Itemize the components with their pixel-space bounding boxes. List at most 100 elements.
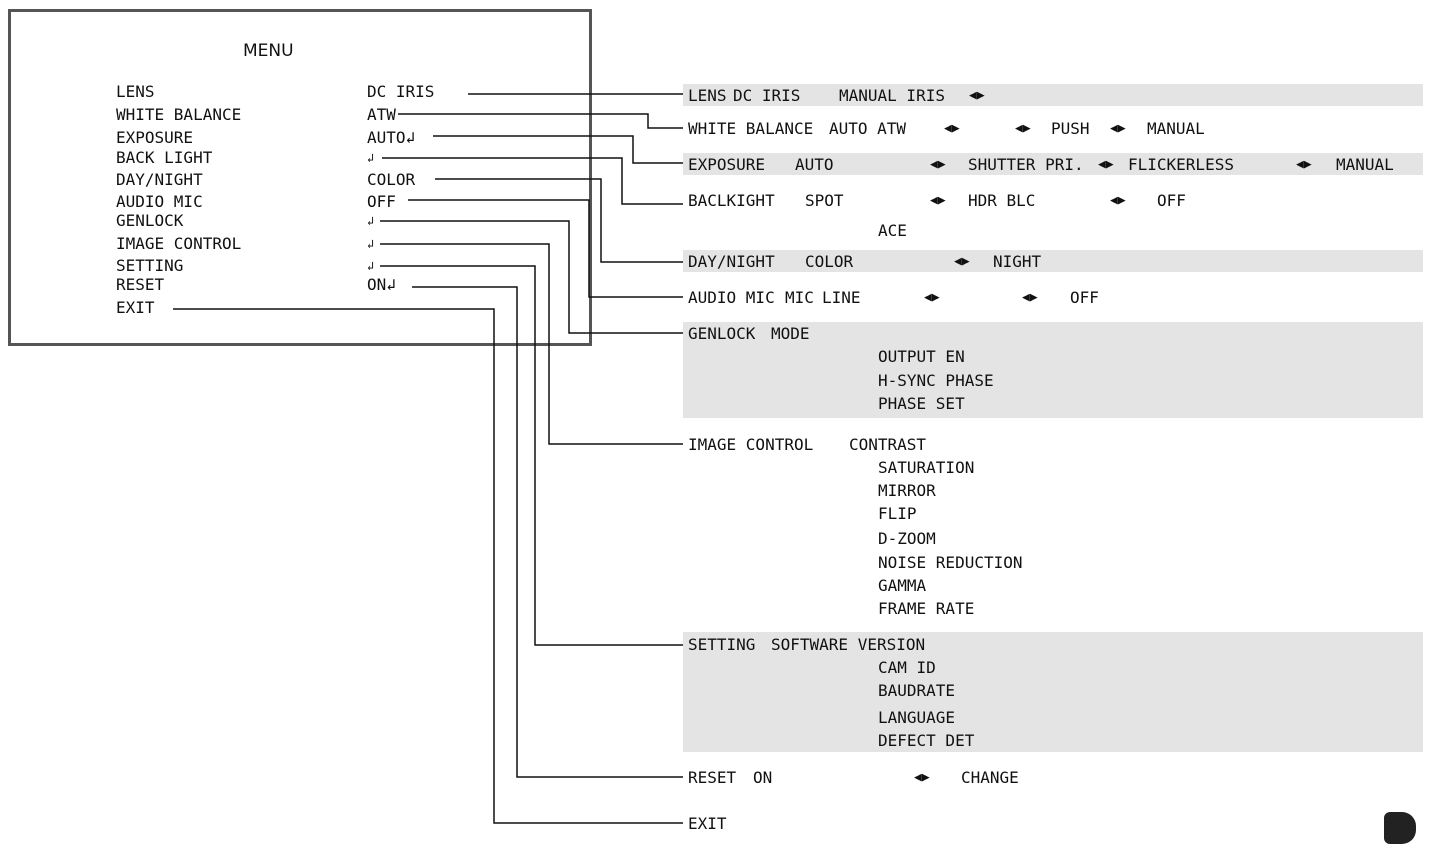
connector-white-balance [398,113,683,129]
sub-image-control-item-4[interactable]: FLIP [878,504,917,523]
menu-item-lens[interactable]: LENS [116,82,155,101]
sub-setting-item-4[interactable]: LANGUAGE [878,708,956,727]
menu-item-setting[interactable]: SETTING [116,256,184,275]
sub-white-balance-option-3[interactable]: MANUAL [1147,119,1205,138]
sub-audio-mic-option-2[interactable]: LINE [822,288,861,307]
connector-exit [173,308,683,824]
main-menu-panel [8,9,592,346]
arrow-icon: ◀▶ [930,193,946,208]
sub-image-control-name: IMAGE CONTROL [688,435,814,454]
sub-audio-mic-option-1[interactable]: MIC [785,288,814,307]
sub-genlock-item-4[interactable]: PHASE SET [878,394,965,413]
sub-white-balance-option-2[interactable]: PUSH [1051,119,1090,138]
arrow-icon: ◀▶ [924,290,940,305]
connector-image-control [380,243,683,445]
arrow-icon: ◀▶ [1098,157,1114,172]
menu-value-back-light: ↲ [367,151,375,165]
sub-backlight-option-3[interactable]: OFF [1157,191,1186,210]
menu-value-reset: ON↲ [367,275,396,294]
arrow-icon: ◀▶ [1015,121,1031,136]
sub-day-night-option-1[interactable]: COLOR [805,252,854,271]
connector-audio-mic [408,199,683,298]
sub-image-control-item-3[interactable]: MIRROR [878,481,936,500]
sub-image-control-item-5[interactable]: D-ZOOM [878,529,936,548]
connector-reset [412,286,683,778]
menu-value-image-control: ↲ [367,237,375,251]
sub-day-night-option-2[interactable]: NIGHT [993,252,1042,271]
connector-day-night [435,178,683,263]
menu-value-genlock: ↲ [367,214,375,228]
corner-logo-mark [1384,812,1416,844]
sub-backlight-option-2[interactable]: HDR BLC [968,191,1036,210]
menu-item-audio-mic[interactable]: AUDIO MIC [116,192,203,211]
sub-day-night-name: DAY/NIGHT [688,252,775,271]
arrow-icon: ◀▶ [969,88,985,103]
band-genlock [683,322,1423,418]
arrow-icon: ◀▶ [954,254,970,269]
sub-image-control-item-7[interactable]: GAMMA [878,576,927,595]
sub-exposure-option-1[interactable]: AUTO [795,155,834,174]
arrow-icon: ◀▶ [1296,157,1312,172]
menu-value-exposure: AUTO↲ [367,128,416,147]
sub-white-balance-option-1[interactable]: AUTO ATW [829,119,907,138]
sub-setting-name: SETTING [688,635,756,654]
arrow-icon: ◀▶ [930,157,946,172]
sub-image-control-item-8[interactable]: FRAME RATE [878,599,975,618]
sub-setting-item-2[interactable]: CAM ID [878,658,936,677]
menu-item-genlock[interactable]: GENLOCK [116,211,184,230]
band-day-night [683,250,1423,272]
menu-item-day-night[interactable]: DAY/NIGHT [116,170,203,189]
menu-item-back-light[interactable]: BACK LIGHT [116,148,213,167]
sub-genlock-name: GENLOCK [688,324,756,343]
connector-exposure [433,135,683,164]
arrow-icon: ◀▶ [1022,290,1038,305]
sub-reset-name: RESET [688,768,737,787]
sub-exposure-name: EXPOSURE [688,155,766,174]
menu-item-white-balance[interactable]: WHITE BALANCE [116,105,242,124]
menu-value-day-night: COLOR [367,170,416,189]
sub-backlight-name: BACLKIGHT [688,191,775,210]
menu-title: MENU [243,41,294,61]
sub-audio-mic-name: AUDIO MIC [688,288,775,307]
sub-setting-item-1[interactable]: SOFTWARE VERSION [771,635,926,654]
band-exposure [683,153,1423,175]
menu-value-setting: ↲ [367,259,375,273]
connector-setting [380,265,683,646]
sub-exposure-option-3[interactable]: FLICKERLESS [1128,155,1234,174]
menu-item-exposure[interactable]: EXPOSURE [116,128,194,147]
sub-lens-option-2[interactable]: MANUAL IRIS [839,86,945,105]
connector-genlock [380,220,683,334]
sub-reset-option-1[interactable]: ON [753,768,773,787]
menu-item-reset[interactable]: RESET [116,275,165,294]
connector-back-light [382,157,683,205]
sub-genlock-item-3[interactable]: H-SYNC PHASE [878,371,994,390]
menu-value-white-balance: ATW [367,105,396,124]
arrow-icon: ◀▶ [1110,193,1126,208]
menu-value-lens: DC IRIS [367,82,435,101]
sub-setting-item-5[interactable]: DEFECT DET [878,731,975,750]
sub-image-control-item-6[interactable]: NOISE REDUCTION [878,553,1023,572]
sub-image-control-item-2[interactable]: SATURATION [878,458,975,477]
sub-reset-option-2[interactable]: CHANGE [961,768,1019,787]
sub-lens-name: LENS [688,86,727,105]
sub-genlock-item-1[interactable]: MODE [771,324,810,343]
sub-setting-item-3[interactable]: BAUDRATE [878,681,956,700]
sub-audio-mic-option-3[interactable]: OFF [1070,288,1099,307]
band-lens [683,84,1423,106]
menu-value-audio-mic: OFF [367,192,396,211]
sub-image-control-item-1[interactable]: CONTRAST [849,435,927,454]
arrow-icon: ◀▶ [1110,121,1126,136]
arrow-icon: ◀▶ [944,121,960,136]
sub-exit-name[interactable]: EXIT [688,814,727,833]
arrow-icon: ◀▶ [914,770,930,785]
menu-item-exit[interactable]: EXIT [116,298,155,317]
sub-exposure-option-2[interactable]: SHUTTER PRI. [968,155,1084,174]
menu-item-image-control[interactable]: IMAGE CONTROL [116,234,242,253]
sub-white-balance-name: WHITE BALANCE [688,119,814,138]
sub-genlock-item-2[interactable]: OUTPUT EN [878,347,965,366]
sub-exposure-option-4[interactable]: MANUAL [1336,155,1394,174]
sub-backlight-extra[interactable]: ACE [878,221,907,240]
sub-lens-option-1[interactable]: DC IRIS [733,86,801,105]
sub-backlight-option-1[interactable]: SPOT [805,191,844,210]
